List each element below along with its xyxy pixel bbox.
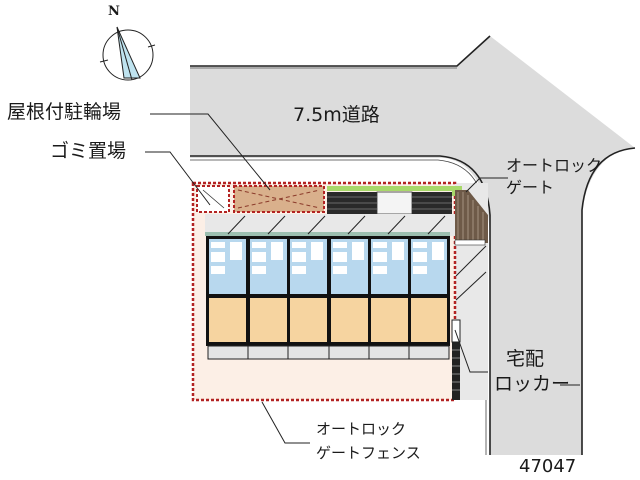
leader-lines bbox=[145, 113, 580, 444]
property-code: 47047 bbox=[519, 456, 577, 477]
corridor bbox=[205, 214, 487, 301]
compass-icon bbox=[99, 26, 156, 81]
unit-2 bbox=[250, 239, 287, 342]
autolock-fence-label-line1: オートロック bbox=[316, 420, 407, 438]
entry-area bbox=[327, 186, 462, 215]
bicycle-parking bbox=[233, 185, 325, 213]
road-label: 7.5m道路 bbox=[293, 104, 380, 126]
compass-north-label: N bbox=[108, 4, 120, 19]
garbage-area bbox=[196, 185, 230, 213]
bicycle-parking-label: 屋根付駐輪場 bbox=[7, 101, 122, 123]
garbage-area-label: ゴミ置場 bbox=[50, 140, 127, 162]
road bbox=[190, 35, 636, 455]
unit-5 bbox=[371, 239, 408, 342]
autolock-fence-label-line2: ゲートフェンス bbox=[316, 444, 421, 462]
autolock-gate bbox=[454, 190, 488, 246]
unit-3 bbox=[290, 239, 327, 342]
units bbox=[206, 236, 450, 360]
unit-1 bbox=[209, 239, 246, 342]
autolock-gate-label-line1: オートロック bbox=[506, 156, 603, 175]
unit-6 bbox=[411, 239, 447, 342]
delivery-locker bbox=[451, 319, 461, 400]
autolock-gate-label-line2: ゲート bbox=[506, 178, 555, 197]
delivery-locker-label-line2: ロッカー bbox=[494, 373, 571, 395]
delivery-locker-label-line1: 宅配 bbox=[506, 348, 545, 370]
unit-4 bbox=[331, 239, 368, 342]
